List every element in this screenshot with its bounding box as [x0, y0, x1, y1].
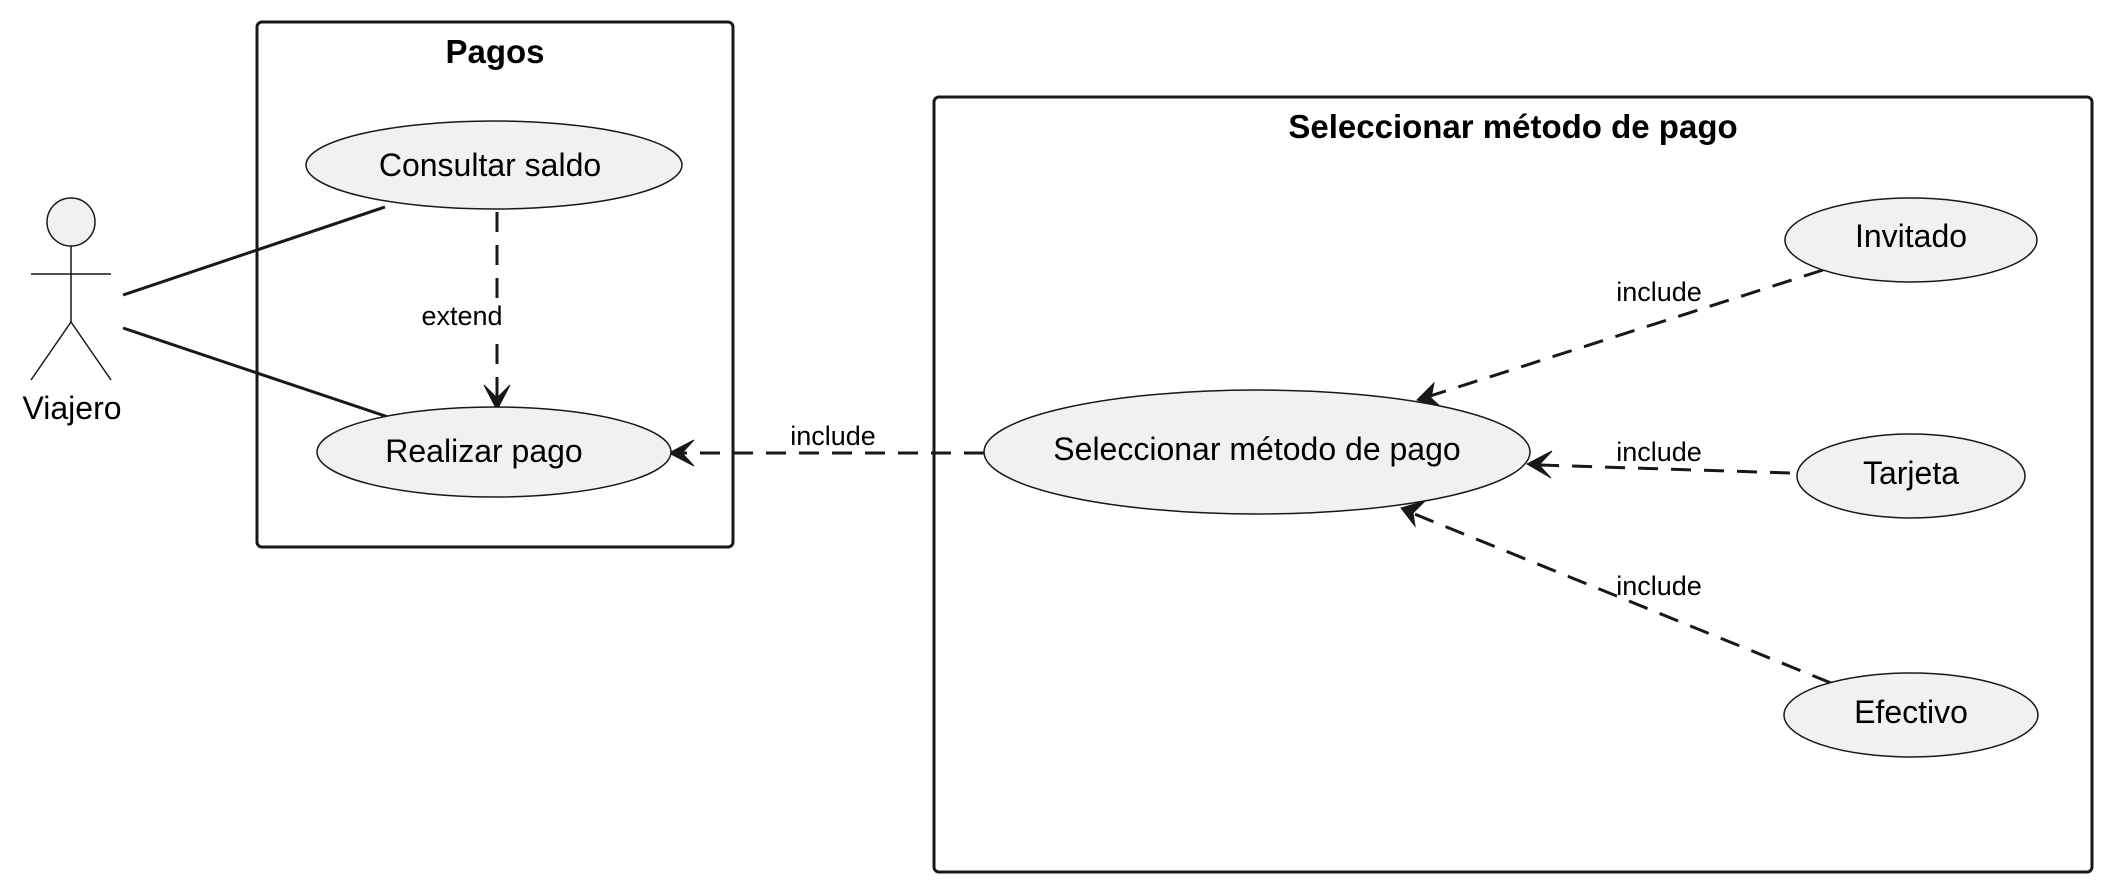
use-case-tarjeta-shape	[1796, 433, 2026, 519]
package-pagos-frame	[255, 20, 735, 549]
package-pagos-title: Pagos	[445, 33, 544, 70]
include-pago-label: include	[790, 421, 876, 451]
extend-label: extend	[421, 301, 502, 331]
include-invitado-line	[1426, 268, 1824, 399]
actor-left-leg	[30, 321, 72, 381]
include-tarjeta-arrowhead	[1525, 450, 1553, 479]
use-case-realizar-pago-shape	[316, 406, 672, 498]
use-case-tarjeta-label: Tarjeta	[1863, 455, 1959, 491]
use-case-invitado: Invitado	[1784, 197, 2038, 283]
use-case-consultar-saldo: Consultar saldo	[305, 120, 683, 210]
use-case-seleccionar-metodo-label: Seleccionar método de pago	[1053, 431, 1460, 467]
include-efectivo-arrowhead	[1400, 500, 1426, 528]
use-case-seleccionar-metodo-shape	[983, 389, 1531, 515]
association-realizar-pago	[122, 326, 392, 420]
include-invitado-label: include	[1616, 277, 1702, 307]
use-case-invitado-label: Invitado	[1855, 218, 1967, 254]
include-tarjeta-label: include	[1616, 437, 1702, 467]
include-efectivo-label: include	[1616, 571, 1702, 601]
package-seleccionar-title: Seleccionar método de pago	[1288, 108, 1737, 145]
use-case-consultar-saldo-label: Consultar saldo	[379, 147, 601, 183]
use-case-tarjeta: Tarjeta	[1796, 433, 2026, 519]
use-case-efectivo-label: Efectivo	[1854, 694, 1968, 730]
use-case-realizar-pago-label: Realizar pago	[385, 433, 582, 469]
package-seleccionar-frame	[932, 95, 2094, 874]
actor-label: Viajero	[22, 390, 121, 426]
use-case-consultar-saldo-shape	[305, 120, 683, 210]
include-efectivo-line	[1411, 511, 1832, 685]
use-case-seleccionar-metodo: Seleccionar método de pago	[983, 389, 1531, 515]
use-case-efectivo-shape	[1783, 672, 2039, 758]
association-consultar-saldo	[122, 205, 386, 297]
use-case-invitado-shape	[1784, 197, 2038, 283]
actor-right-leg	[70, 321, 112, 381]
include-pago-arrowhead	[667, 439, 695, 467]
include-tarjeta-line	[1539, 463, 1791, 475]
extend-label-bg	[412, 298, 512, 332]
extend-arrowhead	[483, 384, 511, 412]
use-case-realizar-pago: Realizar pago	[316, 406, 672, 498]
use-case-efectivo: Efectivo	[1783, 672, 2039, 758]
actor-head	[46, 197, 96, 247]
actor-viajero: Viajero	[22, 197, 122, 426]
